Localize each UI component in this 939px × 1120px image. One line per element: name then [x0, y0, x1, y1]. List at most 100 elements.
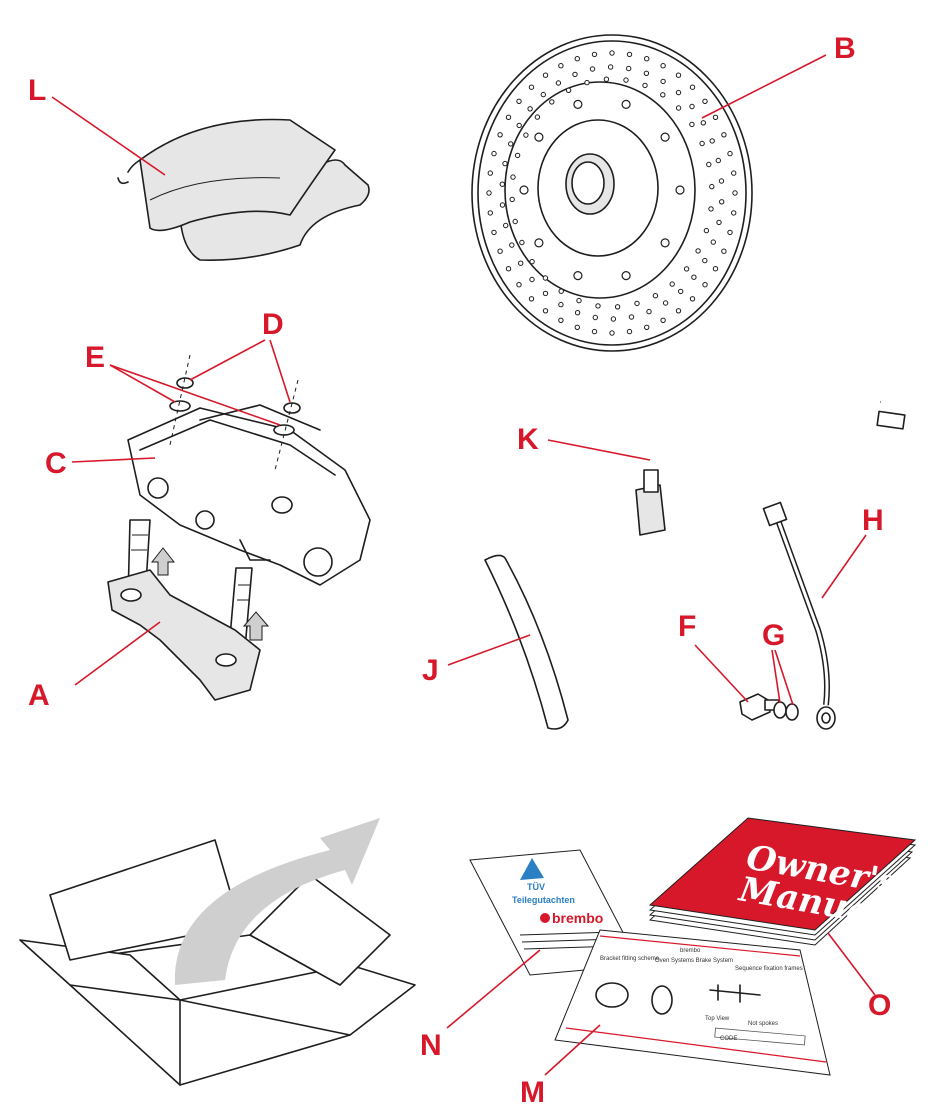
disc-hole [509, 196, 515, 203]
disc-hole [689, 84, 696, 90]
disc-hole [732, 190, 738, 196]
tuv-logo-text: TÜV [527, 882, 545, 892]
disc-hole [558, 317, 564, 323]
disc-hole [508, 141, 514, 147]
disc-hole [558, 62, 564, 69]
disc-bolt [660, 132, 670, 142]
disc-hole [706, 161, 712, 168]
disc-hole [710, 239, 716, 245]
disc-hole [505, 266, 512, 272]
disc-hole [709, 183, 715, 190]
sheet-brand: brembo [680, 948, 701, 954]
disc-hole [529, 276, 535, 283]
disc-hole [721, 132, 727, 138]
disc-hole [542, 290, 549, 297]
shipping-box-illustration [19, 818, 416, 1086]
disc-hole [610, 316, 617, 322]
disc-hole [643, 70, 650, 77]
owners-manual-booklet: Owner's Manual [648, 817, 917, 946]
leader-lines [51, 54, 876, 1076]
brake-pads-illustration [117, 118, 370, 262]
disc-hole [652, 293, 659, 299]
disc-hole [542, 275, 549, 281]
disc-hole [549, 99, 555, 105]
disc-hole [505, 114, 512, 121]
caliper-assembly-illustration [107, 354, 371, 701]
sheet-note: Not spokes [748, 1021, 778, 1027]
disc-hole [603, 76, 610, 82]
disc-hole [519, 239, 525, 246]
disc-hole [727, 150, 733, 157]
disc-hole [576, 297, 582, 304]
disc-hole [510, 174, 516, 180]
callout-C: C [45, 447, 67, 480]
sheet-heading: Oven Systems Brake System [655, 958, 733, 964]
disc-hole [689, 296, 696, 302]
disc-hole [497, 132, 503, 138]
disc-hole [721, 248, 727, 254]
disc-hole [628, 314, 635, 320]
disc-hole [499, 202, 506, 208]
disc-hole [528, 296, 535, 302]
disc-hole [509, 242, 515, 248]
disc-hole [574, 56, 580, 62]
disc-hole [708, 206, 714, 212]
disc-hole [589, 66, 596, 72]
disc-hole [572, 71, 578, 78]
disc-hole [487, 170, 493, 176]
disc-hole [574, 310, 581, 316]
callout-B: B [834, 32, 856, 65]
certificate-brand: brembo [552, 910, 603, 926]
brake-hose-illustration [762, 501, 836, 730]
disc-hole [660, 78, 666, 85]
disc-hole [486, 190, 492, 196]
disc-bolt [534, 132, 544, 142]
disc-hole [712, 114, 719, 121]
disc-hole [642, 82, 648, 89]
sheet-top-view: Top View [705, 1016, 730, 1022]
disc-hole [660, 62, 666, 69]
disc-hole [634, 300, 640, 307]
disc-hole [516, 122, 522, 129]
disc-hole [609, 330, 615, 336]
disc-hole [702, 98, 708, 105]
disc-hole [527, 106, 533, 112]
disc-hole [626, 65, 632, 72]
disc-hole [609, 50, 615, 56]
sheet-code: CODE [720, 1036, 737, 1042]
instructions-sheet: brembo Oven Systems Brake System Bracket… [554, 929, 831, 1076]
disc-hole [558, 301, 564, 308]
disc-hole [675, 105, 682, 111]
disc-hole [703, 227, 710, 234]
callout-G: G [762, 619, 785, 652]
callout-A: A [28, 679, 50, 712]
disc-hole [644, 56, 650, 62]
disc-hole [512, 218, 518, 225]
disc-hole [689, 121, 695, 128]
disc-hole [574, 324, 580, 330]
disc-hole [607, 64, 614, 70]
disc-hole [709, 138, 715, 144]
disc-bolt [621, 271, 631, 281]
callout-J: J [422, 654, 439, 687]
disc-hole [542, 308, 549, 314]
banjo-bolt-illustration [739, 693, 799, 721]
disc-hole [516, 98, 522, 105]
disc-hole [529, 258, 535, 265]
callout-K: K [517, 423, 539, 456]
disc-hole [499, 181, 505, 187]
disc-hole [662, 300, 669, 306]
disc-hole [595, 303, 601, 309]
protective-sleeve-illustration [484, 554, 569, 730]
disc-hole [626, 51, 633, 58]
disc-hole [502, 160, 508, 167]
disc-bolt [573, 99, 583, 110]
callout-O: O [868, 989, 891, 1022]
disc-hole [487, 210, 493, 216]
disc-hole [516, 282, 522, 288]
disc-hole [626, 328, 633, 335]
disc-hole [491, 150, 497, 157]
disc-hole [731, 210, 737, 216]
callout-L: L [28, 74, 46, 107]
